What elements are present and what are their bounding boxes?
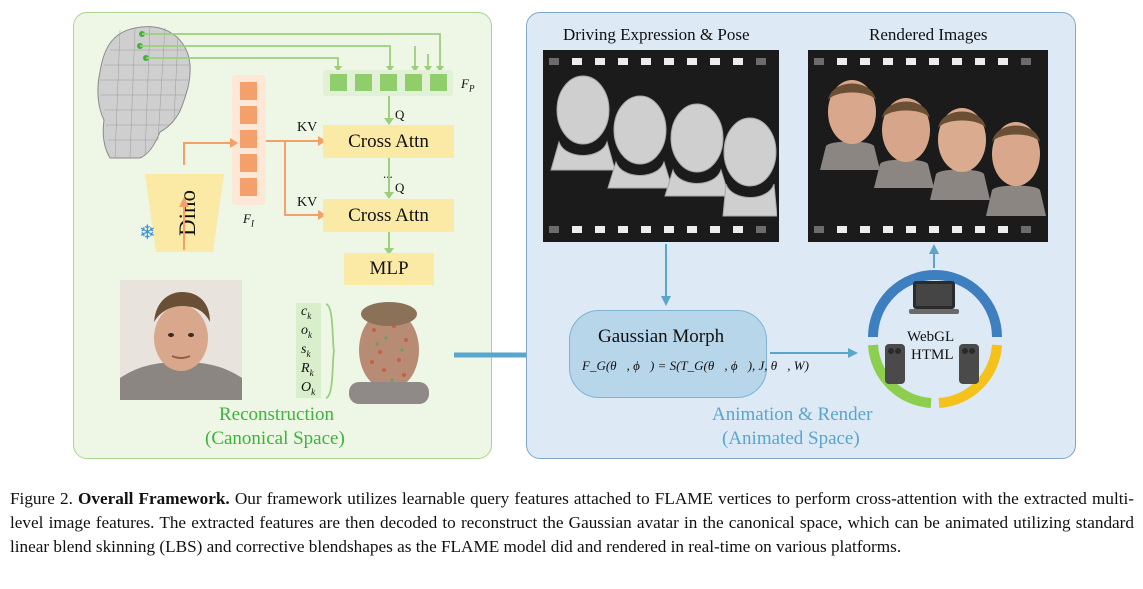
platform-to-rendered-arrow xyxy=(929,244,939,268)
fi-label: FI xyxy=(243,211,254,229)
input-photo-image xyxy=(120,280,242,400)
image-feature-cell xyxy=(240,130,257,148)
kv-label-1: KV xyxy=(297,120,318,135)
phone-icon xyxy=(959,344,979,384)
snowflake-icon: ❄ xyxy=(139,222,156,244)
feature-flow-arrows xyxy=(179,136,326,250)
caption-bold: Overall Framework. xyxy=(78,489,230,508)
phone-icon xyxy=(885,344,905,384)
html-label: HTML xyxy=(911,347,954,363)
cross-attn-block-2: Cross Attn xyxy=(323,199,454,232)
attribute-o: ok xyxy=(301,323,312,340)
rendered-film-title: Rendered Images xyxy=(869,25,988,44)
kv-label-2: KV xyxy=(297,195,318,210)
driving-to-morph-arrow xyxy=(661,244,671,306)
reconstruction-title: Reconstruction xyxy=(219,404,335,425)
morph-to-platform-arrow xyxy=(770,348,858,358)
figure-caption: Figure 2. Overall Framework. Our framewo… xyxy=(10,487,1134,559)
attribute-brace xyxy=(325,303,335,399)
query-feature-cell xyxy=(380,74,397,91)
caption-prefix: Figure 2. xyxy=(10,489,73,508)
platform-ring xyxy=(868,270,1002,408)
attribute-c: ck xyxy=(301,304,312,321)
image-feature-cell xyxy=(240,178,257,196)
gaussian-attributes xyxy=(296,303,321,398)
rendered-heads-image xyxy=(820,80,1046,216)
image-feature-cell xyxy=(240,82,257,100)
q-label-1: Q xyxy=(395,107,405,122)
driving-heads-image xyxy=(550,75,777,217)
webgl-label: WebGL xyxy=(907,329,955,345)
mlp-block: MLP xyxy=(344,253,434,285)
attribute-big-o: Ok xyxy=(301,380,316,397)
gaussian-morph-title: Gaussian Morph xyxy=(598,326,725,347)
driving-film-title: Driving Expression & Pose xyxy=(563,25,750,44)
ellipsis: ... xyxy=(383,166,393,181)
gaussian-avatar-image xyxy=(349,302,429,404)
gaussian-morph-formula: F_G(θ⃗, ϕ⃗) = S(T_G(θ⃗, ϕ⃗), J, θ⃗, W) xyxy=(582,358,809,373)
attribute-r: Rk xyxy=(301,361,314,378)
caption-body: Our framework utilizes learnable query f… xyxy=(10,489,1135,556)
image-feature-cell xyxy=(240,106,257,124)
animation-title: Animation & Render xyxy=(712,404,873,425)
laptop-icon xyxy=(909,281,959,314)
query-feature-cell xyxy=(405,74,422,91)
canonical-space-subtitle: (Canonical Space) xyxy=(205,428,345,449)
image-feature-cell xyxy=(240,154,257,172)
gaussian-morph-block xyxy=(569,310,767,398)
fp-label: FP xyxy=(461,76,475,94)
query-feature-cell xyxy=(355,74,372,91)
attribute-s: sk xyxy=(301,342,311,359)
query-connection-lines xyxy=(140,33,444,72)
query-feature-cell xyxy=(430,74,447,91)
query-flow-arrows xyxy=(384,96,394,255)
q-label-2: Q xyxy=(395,180,405,195)
cross-attn-block-1: Cross Attn xyxy=(323,125,454,158)
query-feature-cell xyxy=(330,74,347,91)
animated-space-subtitle: (Animated Space) xyxy=(722,428,860,449)
